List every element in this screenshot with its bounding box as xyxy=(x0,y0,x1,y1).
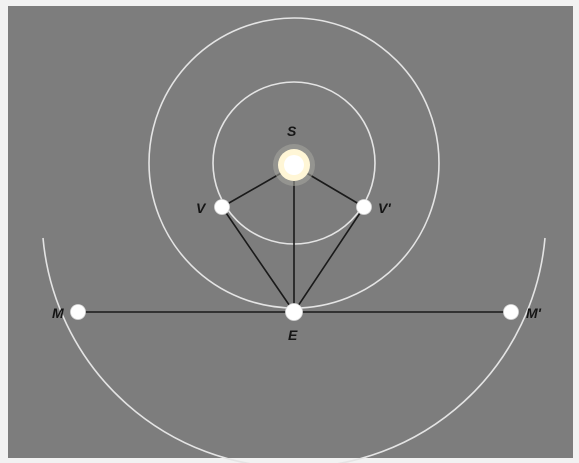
earth-dot xyxy=(286,304,303,321)
mars-left-dot xyxy=(71,305,86,320)
venus-right-label: V' xyxy=(378,200,391,216)
earth-label: E xyxy=(288,327,298,343)
sun-label: S xyxy=(287,123,297,139)
mars-right-label: M' xyxy=(526,305,542,321)
venus-right-dot xyxy=(357,200,372,215)
diagram-background xyxy=(8,6,573,458)
venus-left-dot xyxy=(215,200,230,215)
mars-right-dot xyxy=(504,305,519,320)
sun-core xyxy=(284,155,304,175)
mars-left-label: M xyxy=(52,305,64,321)
